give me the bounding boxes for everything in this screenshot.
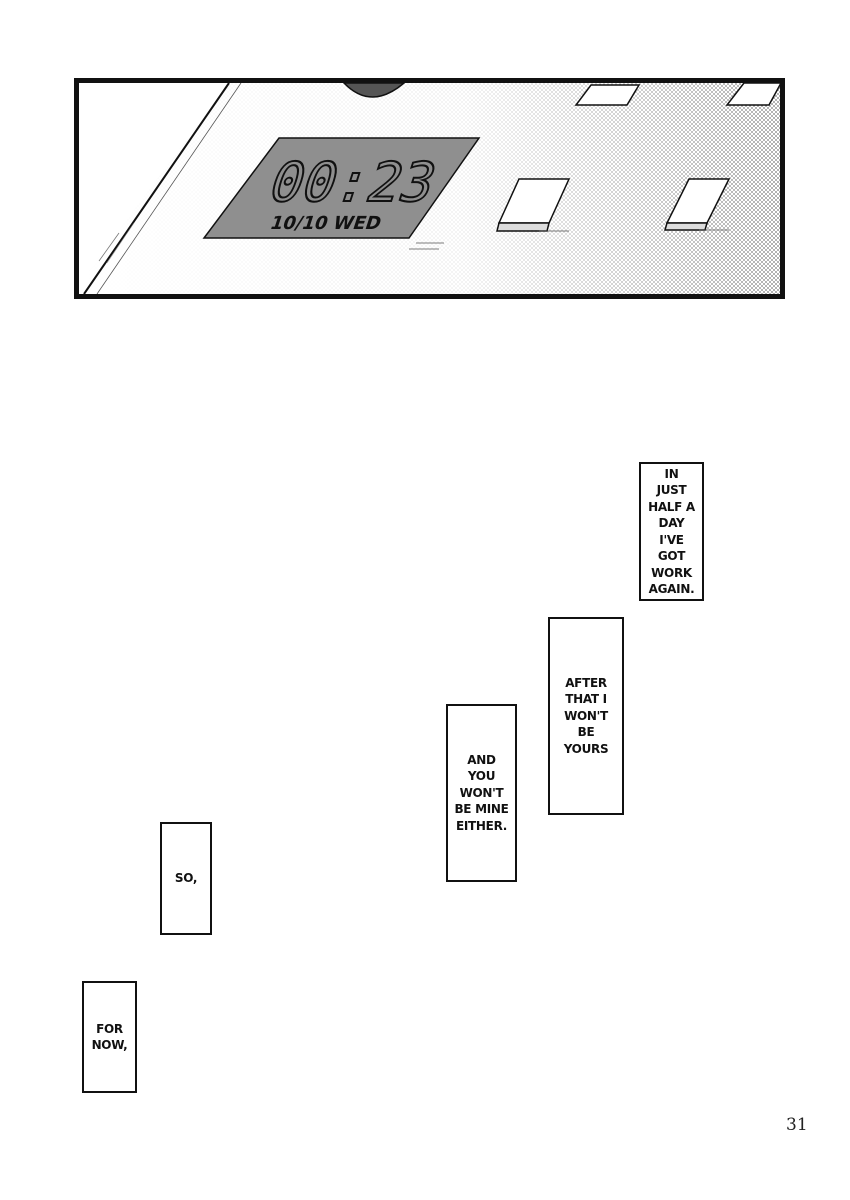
bubble-text: FOR NOW, <box>91 1021 128 1053</box>
digital-clock: 00:23 10/10 WED <box>202 137 481 239</box>
speech-bubble-3: AND YOU WON'T BE MINE EITHER. <box>446 704 517 882</box>
clock-time: 00:23 <box>261 152 444 214</box>
comic-panel: 00:23 10/10 WED <box>74 78 785 299</box>
bubble-text: SO, <box>174 871 198 886</box>
small-block-objects <box>496 83 780 232</box>
clock-date: 10/10 WED <box>267 213 384 233</box>
speech-bubble-4: SO, <box>160 822 212 935</box>
speech-bubble-1: IN JUST HALF A DAY I'VE GOT WORK AGAIN. <box>639 462 704 601</box>
speech-bubble-2: AFTER THAT I WON'T BE YOURS <box>548 617 624 815</box>
bubble-text: AND YOU WON'T BE MINE EITHER. <box>454 752 509 833</box>
bubble-text: AFTER THAT I WON'T BE YOURS <box>563 675 609 756</box>
bedside-table-illustration: 00:23 10/10 WED <box>79 83 780 294</box>
bubble-text: IN JUST HALF A DAY I'VE GOT WORK AGAIN. <box>648 466 695 597</box>
page-number: 31 <box>786 1115 808 1135</box>
speech-bubble-5: FOR NOW, <box>82 981 137 1093</box>
